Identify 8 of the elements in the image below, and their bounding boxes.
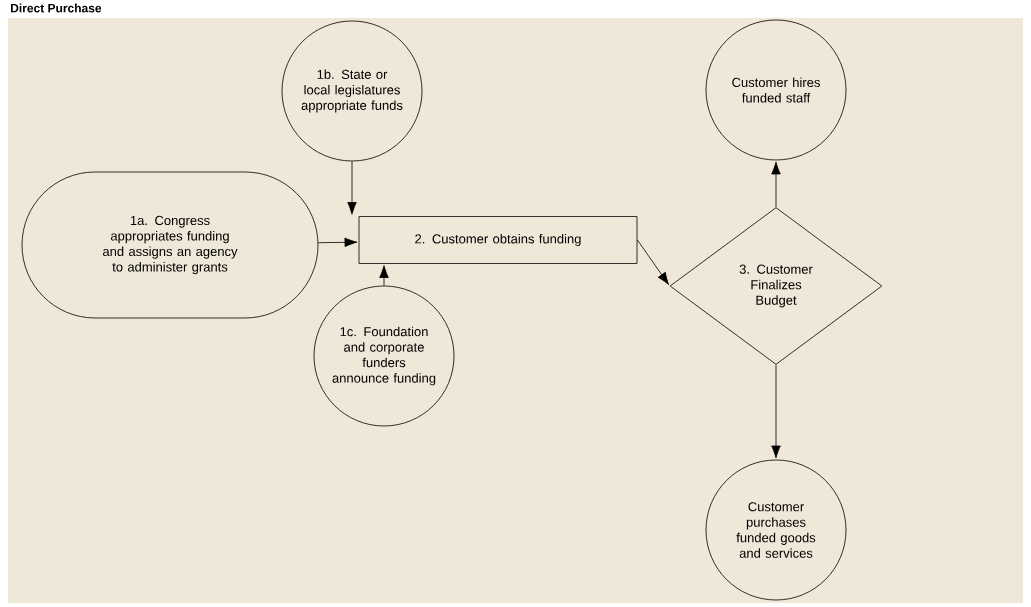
arrow (771, 364, 781, 459)
arrow (317, 237, 358, 248)
process-box: 2. Customer obtains funding (358, 216, 638, 264)
arrow (637, 239, 669, 285)
title: Direct Purchase (11, 3, 102, 13)
arrow (771, 161, 781, 208)
arrow (347, 161, 357, 215)
arrow (379, 265, 389, 286)
